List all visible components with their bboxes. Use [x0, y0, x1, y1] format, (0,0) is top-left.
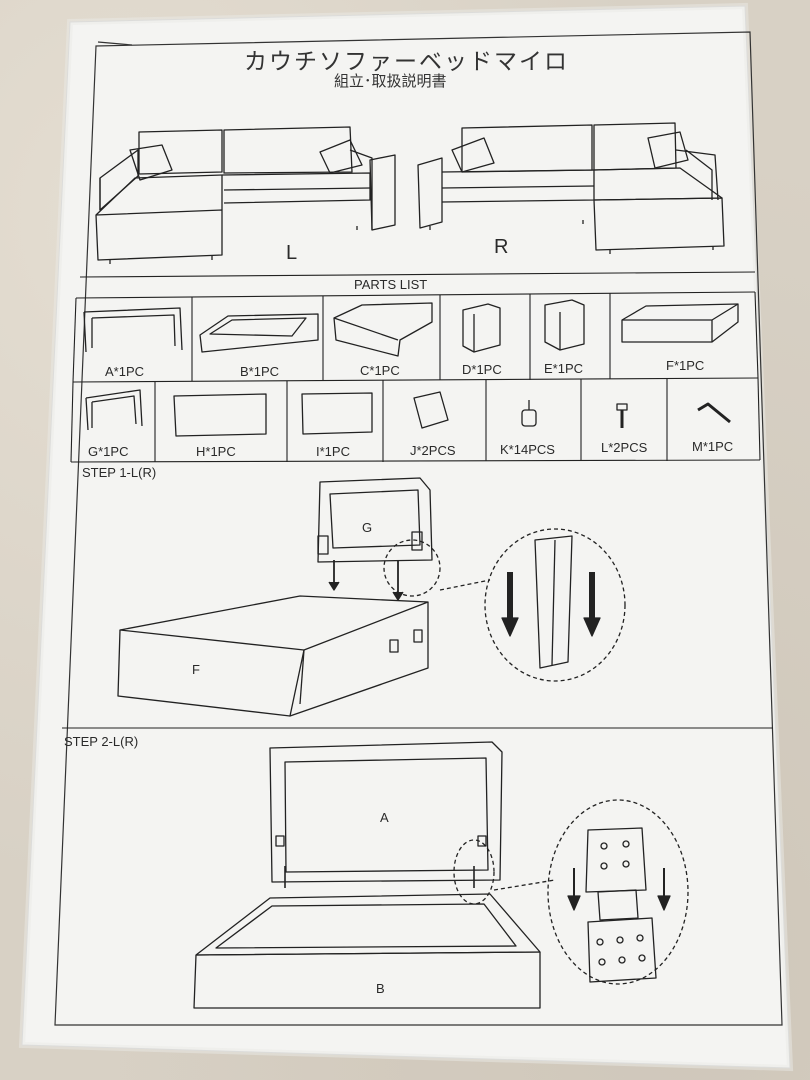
part-label-k: K*14PCS: [500, 442, 555, 457]
step2-illustration: [193, 741, 689, 1009]
part-label-e: E*1PC: [544, 361, 584, 376]
part-i-drawing: [301, 392, 373, 435]
part-label-a: A*1PC: [105, 364, 145, 379]
parts-list-heading: PARTS LIST: [354, 277, 428, 292]
part-b-drawing: [199, 313, 319, 353]
step2-back-label: A: [380, 810, 389, 825]
part-label-g: G*1PC: [88, 444, 129, 459]
part-j-drawing: [413, 391, 449, 429]
part-label-d: D*1PC: [462, 362, 502, 377]
part-f-drawing: [621, 303, 739, 343]
step2-heading: STEP 2-L(R): [64, 734, 139, 749]
document-subtitle: 組立･取扱説明書: [334, 72, 447, 90]
part-label-f: F*1PC: [666, 358, 705, 373]
part-label-c: C*1PC: [360, 363, 400, 378]
part-a-drawing: [83, 307, 183, 353]
document-title: カウチソファーベッドマイロ: [244, 49, 569, 75]
part-label-h: H*1PC: [196, 444, 236, 459]
paper: [21, 5, 791, 1069]
part-m-drawing: [697, 402, 731, 424]
page-frame: [54, 31, 783, 1026]
sofa-right-illustration: [417, 122, 725, 254]
step2-base-label: B: [376, 981, 385, 996]
step1-base-label: F: [192, 662, 200, 677]
sofa-right-label: R: [494, 236, 509, 258]
sofa-left-illustration: [95, 126, 396, 264]
part-l-drawing: [616, 403, 628, 428]
part-h-drawing: [173, 393, 267, 437]
part-c-drawing: [333, 302, 433, 357]
step1-back-label: G: [362, 520, 373, 535]
part-d-drawing: [462, 303, 501, 353]
part-e-drawing: [544, 299, 585, 351]
part-k-drawing: [521, 400, 537, 427]
part-label-j: J*2PCS: [410, 443, 456, 458]
sofa-left-label: L: [286, 242, 298, 264]
parts-grid: [70, 291, 761, 463]
part-g-drawing: [85, 389, 143, 431]
step1-illustration: [117, 477, 626, 717]
part-label-l: L*2PCS: [601, 440, 648, 455]
part-label-m: M*1PC: [692, 439, 734, 454]
part-label-i: I*1PC: [316, 444, 350, 459]
step1-heading: STEP 1-L(R): [82, 465, 157, 480]
part-label-b: B*1PC: [240, 364, 280, 379]
